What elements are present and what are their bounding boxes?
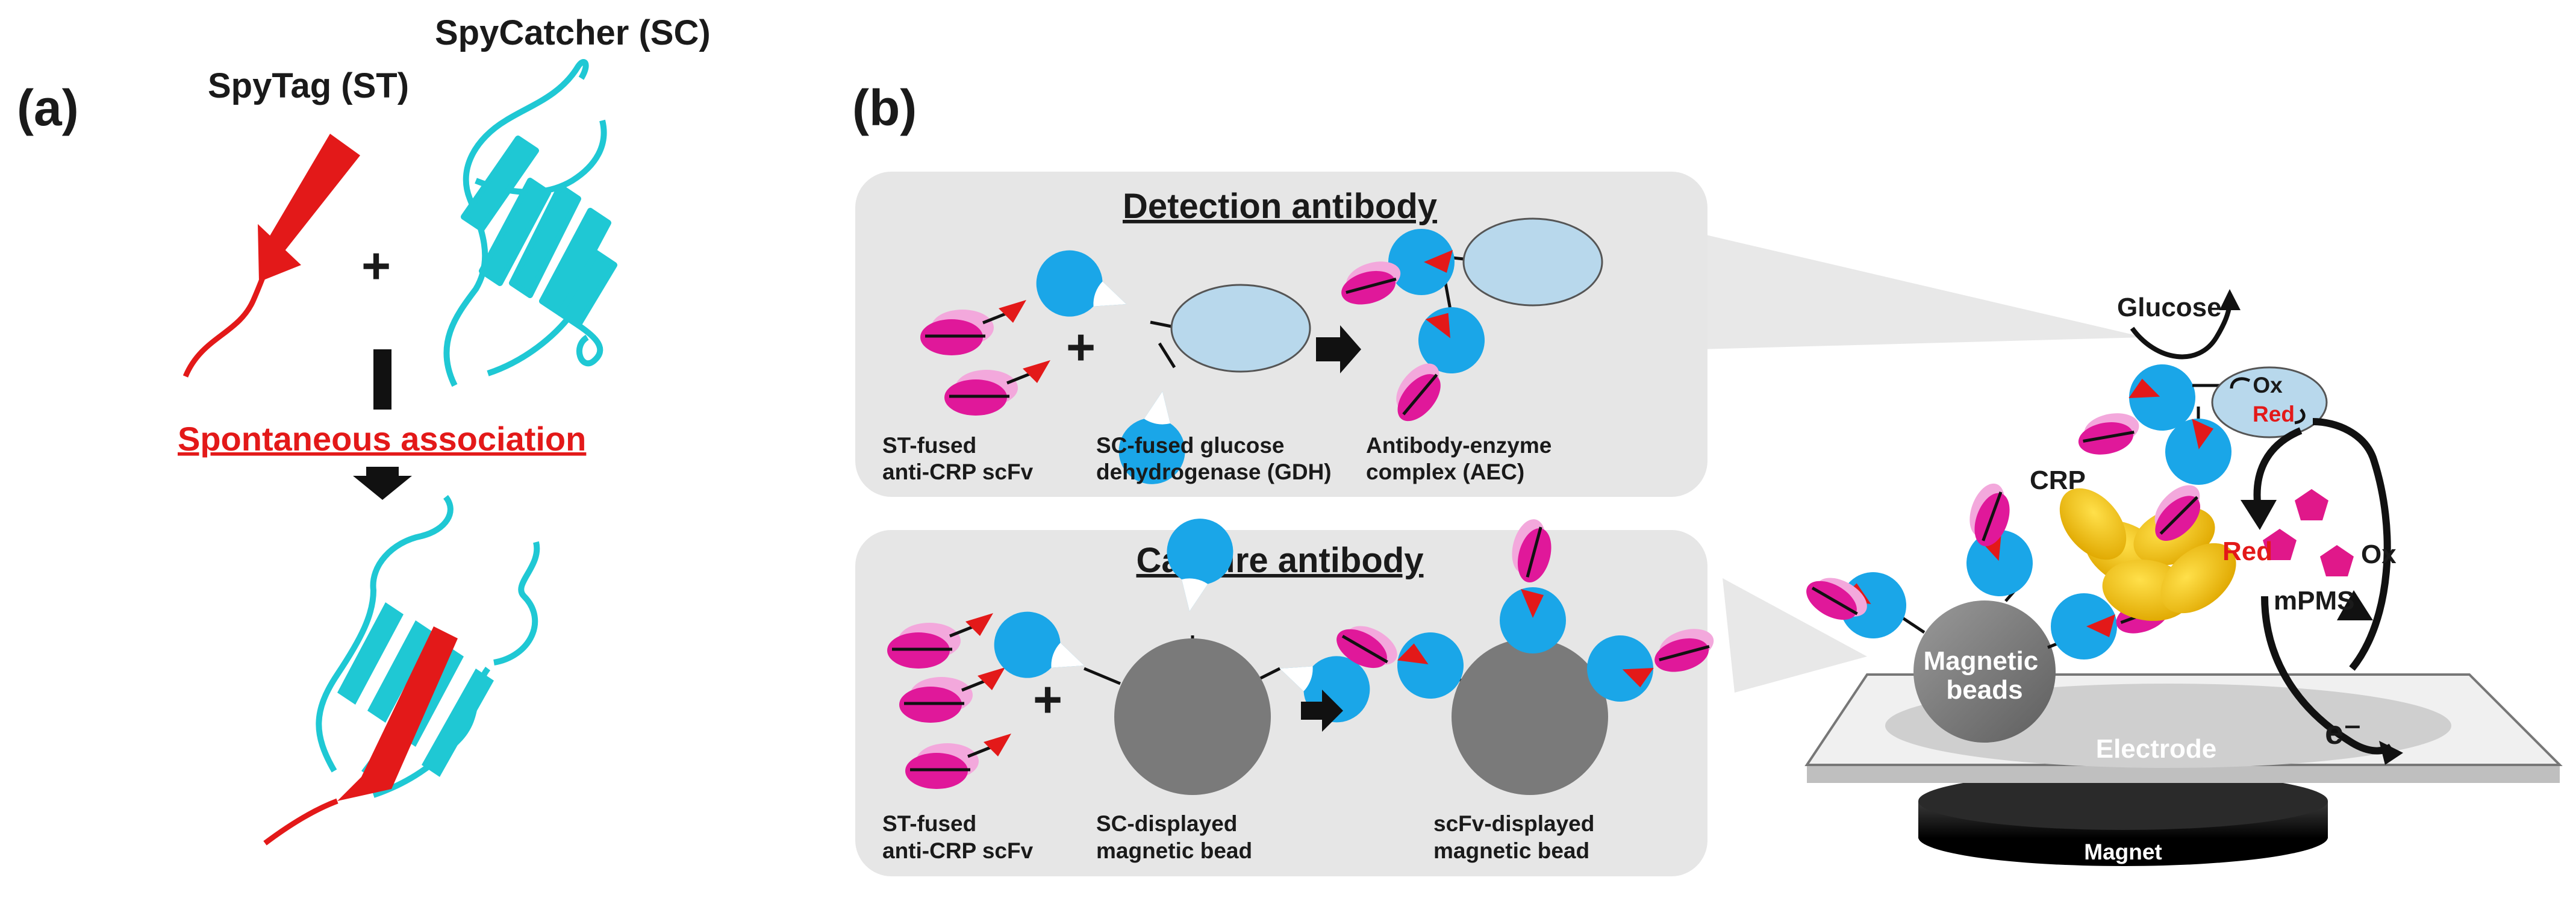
- spycatcher-protein: [443, 59, 617, 387]
- scfv-magnetic-bead: [1330, 516, 1720, 795]
- capture-antibody-panel: Capture antibody +: [855, 513, 1720, 876]
- detection-arrow: [1316, 325, 1361, 373]
- aec-complex: [1336, 217, 1603, 429]
- mpms-cycle: Red Ox mPMS e⁻: [2222, 418, 2403, 765]
- capture-label-sc-bead: SC-displayed magnetic bead: [1096, 811, 1252, 863]
- glucose-arrow: Glucose: [2117, 289, 2241, 360]
- sc-magnetic-bead: [985, 513, 1379, 795]
- capture-label-scfv-bead: scFv-displayed magnetic bead: [1433, 811, 1601, 863]
- glucose-label: Glucose: [2117, 293, 2222, 322]
- capture-arrow: [1301, 690, 1343, 732]
- arrow-head-down: [353, 467, 412, 500]
- detection-callout-wedge: [1680, 229, 2144, 349]
- detection-plus: +: [1066, 319, 1096, 375]
- magnetic-bead-complex: Magnetic beads: [1800, 479, 2181, 743]
- detection-label-sc-gdh: SC-fused glucose dehydrogenase (GDH): [1096, 433, 1332, 484]
- panel-b: (b) Detection antibody +: [852, 80, 2563, 876]
- capture-label-st-scfv: ST-fused anti-CRP scFv: [882, 811, 1034, 863]
- mpms-molecule-3: [2320, 545, 2354, 576]
- sensor-assembly: Magnet Electrode Magnetic beads: [1800, 289, 2563, 866]
- mpms-ox-label: Ox: [2361, 540, 2397, 569]
- panel-b-letter: (b): [852, 80, 917, 136]
- panel-a: (a) SpyTag (ST) SpyCatcher (SC) + Sponta…: [17, 13, 711, 846]
- capture-callout-wedge: [1723, 578, 1867, 693]
- spytag-peptide: [182, 134, 360, 378]
- detection-antibody-panel: Detection antibody +: [855, 172, 1707, 497]
- magnetic-beads-label: Magnetic beads: [1924, 646, 2046, 705]
- detection-antibody-title: Detection antibody: [1123, 187, 1437, 226]
- detection-label-st-scfv: ST-fused anti-CRP scFv: [882, 433, 1034, 484]
- magnet: Magnet: [1918, 772, 2328, 866]
- gdh-ox-label: Ox: [2253, 373, 2283, 398]
- spytag-label: SpyTag (ST): [208, 66, 409, 105]
- mpms-molecule-1: [2295, 489, 2328, 520]
- mpms-molecule-2: [2263, 529, 2297, 560]
- mpms-label: mPMS: [2274, 586, 2354, 616]
- mpms-red-label: Red: [2222, 537, 2272, 566]
- spycatcher-label: SpyCatcher (SC): [435, 13, 711, 52]
- panel-a-plus: +: [361, 237, 391, 294]
- sc-gdh: [1027, 241, 1311, 490]
- panel-a-letter: (a): [17, 80, 79, 136]
- detection-label-aec: Antibody-enzyme complex (AEC): [1366, 433, 1558, 484]
- detection-aec-bound: Ox Red: [2074, 355, 2328, 549]
- electrode-label: Electrode: [2096, 734, 2217, 764]
- crp-label: CRP: [2030, 466, 2086, 495]
- spontaneous-association-label: Spontaneous association: [178, 420, 586, 458]
- magnet-label: Magnet: [2084, 840, 2162, 864]
- electron-label: e⁻: [2325, 713, 2362, 751]
- spytag-spycatcher-complex: [263, 494, 540, 846]
- gdh-red-label: Red: [2253, 402, 2295, 426]
- crp-cluster: CRP: [2030, 466, 2236, 621]
- arrow-shaft: [373, 349, 391, 410]
- capture-plus: +: [1033, 671, 1062, 728]
